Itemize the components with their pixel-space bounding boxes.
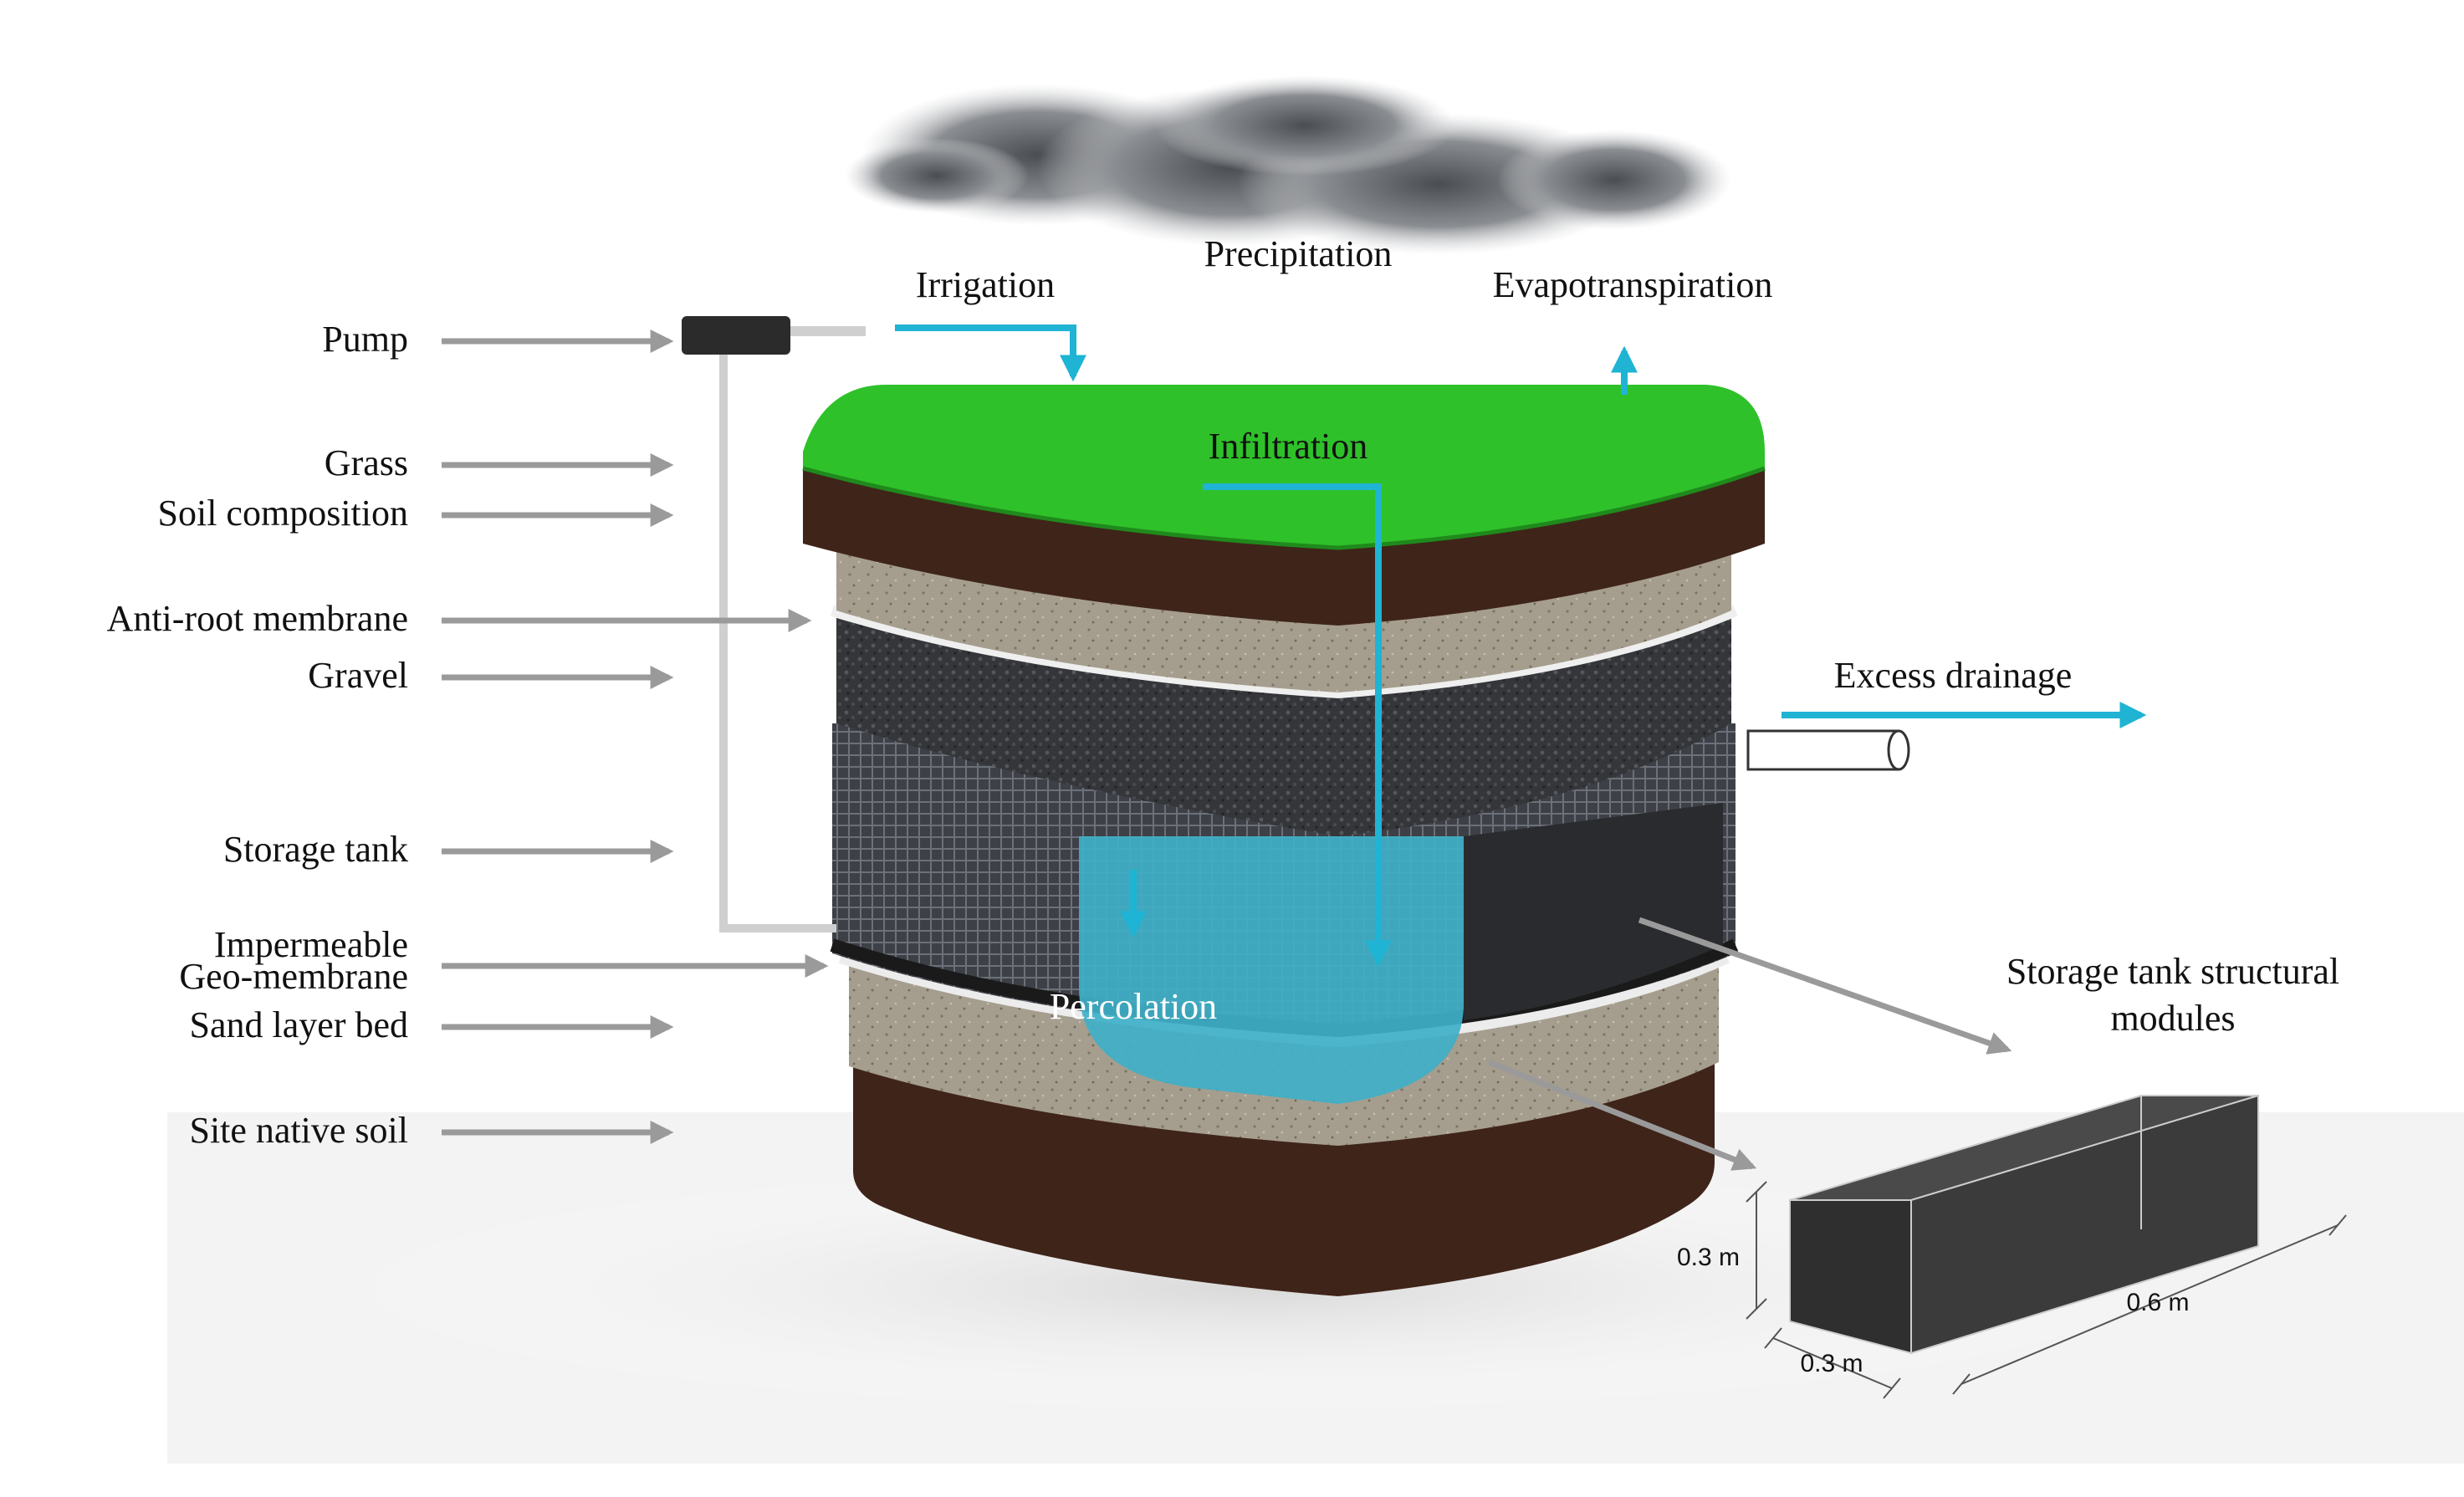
label-impermeable: Impermeable <box>214 924 408 965</box>
pointer-modules <box>1638 917 2012 1055</box>
dim-width: 0.3 m <box>1800 1350 1863 1377</box>
label-sand-layer-bed: Sand layer bed <box>190 1004 408 1045</box>
label-evapotranspiration: Evapotranspiration <box>1493 264 1773 305</box>
dimension-lines <box>1746 1181 2347 1399</box>
label-infiltration: Infiltration <box>1209 426 1368 467</box>
label-module-title-2: modules <box>2110 998 2235 1039</box>
label-irrigation: Irrigation <box>916 264 1055 305</box>
label-anti-root-membrane: Anti-root membrane <box>107 598 408 639</box>
arrow-irrigation <box>895 324 1086 382</box>
arrow-infiltration <box>1203 483 1392 968</box>
pump-icon <box>682 316 866 932</box>
tank-module-interior <box>1464 803 1723 1020</box>
label-gravel: Gravel <box>308 655 408 696</box>
stored-water <box>1079 836 1464 1104</box>
label-site-native-soil: Site native soil <box>189 1110 408 1151</box>
storage-module-box <box>1789 1094 2259 1355</box>
layered-block <box>802 385 1766 1296</box>
cloud-icon <box>845 75 1731 255</box>
flow-arrows <box>895 324 2147 968</box>
label-geo-membrane: Geo-membrane <box>179 956 408 997</box>
grass-layer <box>803 385 1765 548</box>
label-grass: Grass <box>325 442 408 483</box>
label-module-title-1: Storage tank structural <box>2006 951 2339 992</box>
label-percolation: Percolation <box>1050 986 1217 1027</box>
dim-length: 0.6 m <box>2126 1289 2189 1316</box>
label-excess-drainage: Excess drainage <box>1834 655 2073 696</box>
drainage-pipe <box>1746 729 1910 771</box>
label-pointers <box>442 330 2012 1171</box>
label-soil-composition: Soil composition <box>158 493 408 534</box>
left-labels: Pump Grass Soil composition Anti-root me… <box>107 319 408 1151</box>
label-precipitation: Precipitation <box>1204 233 1393 274</box>
pointer-module-box <box>1487 1059 1757 1171</box>
label-storage-tank: Storage tank <box>223 829 408 870</box>
label-pump: Pump <box>322 319 408 360</box>
dim-height: 0.3 m <box>1677 1244 1740 1271</box>
